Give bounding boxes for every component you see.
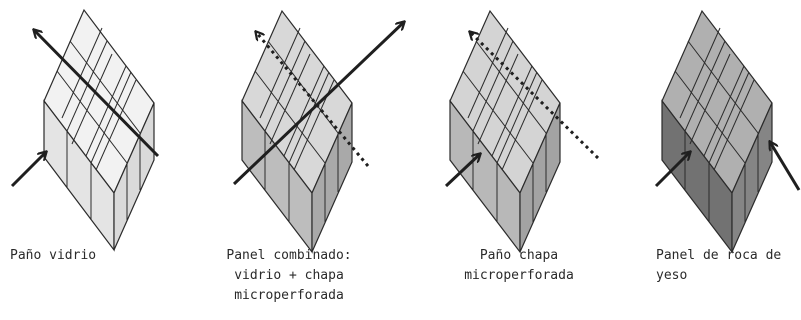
caption-glass-pane: Paño vidrio [10,248,97,263]
arrow-incoming [10,152,46,188]
block-side [519,102,561,253]
block-side [731,102,773,253]
panel-gypsum-board [654,9,801,254]
caption-combined-panel: Panel combinado: vidrio + chapa microper… [226,248,352,303]
arrow-incoming-left [654,152,690,188]
arrow-incoming-right [770,142,801,191]
arrow-dotted [256,32,370,167]
arrow-incoming [444,154,480,188]
arrow-dotted [470,32,600,160]
panel-combined [232,9,404,254]
grid-lines [462,27,547,222]
grid-lines [56,27,141,220]
arrow-solid-through [232,22,404,186]
caption-perforated-sheet: Paño chapa microperforada [464,248,574,283]
grid-lines [674,27,759,222]
arrow-diagonal [34,30,160,158]
panel-glass-pane [10,8,160,252]
caption-gypsum-board: Panel de roca de yeso [656,248,782,283]
panel-perforated-sheet [444,9,600,254]
